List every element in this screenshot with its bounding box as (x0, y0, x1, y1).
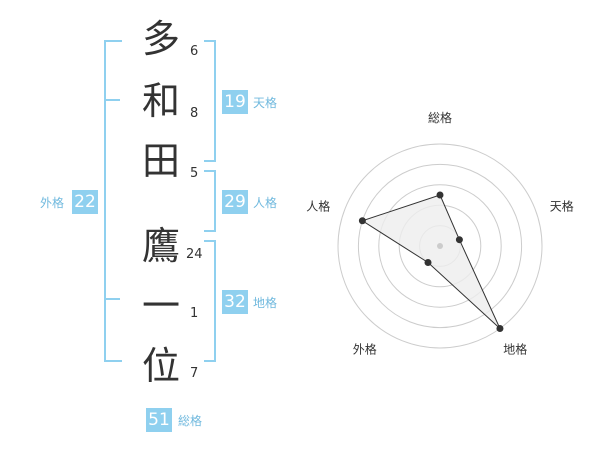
radar-data-point (424, 259, 432, 267)
gaikaku-label: 外格 (40, 196, 65, 210)
radar-grid-ring (378, 184, 502, 308)
soukaku-value-badge: 51 (146, 408, 172, 432)
name-char-4: 鷹 (141, 224, 180, 268)
tenkaku-value-badge: 19 (222, 90, 248, 114)
name-char-2: 和 (141, 79, 180, 123)
radar-data-point (436, 191, 444, 199)
stroke-count-2: 8 (190, 106, 199, 121)
name-char-3: 田 (141, 139, 180, 183)
radar-axis-label: 総格 (428, 110, 452, 125)
soukaku-label: 総格 (178, 414, 203, 428)
jinkaku-value-badge: 29 (222, 190, 248, 214)
stroke-count-5: 1 (190, 306, 199, 321)
radar-data-point (455, 236, 463, 244)
radar-grid-ring (337, 143, 543, 349)
radar-grid-ring (357, 163, 523, 329)
gaikaku-bracket (104, 40, 122, 362)
stroke-count-6: 7 (190, 366, 199, 381)
jinkaku-label: 人格 (253, 196, 278, 210)
radar-data-point (358, 217, 366, 225)
chikaku-label: 地格 (253, 296, 278, 310)
stroke-count-1: 6 (190, 44, 199, 59)
name-char-6: 位 (141, 344, 180, 388)
stroke-count-3: 5 (190, 166, 199, 181)
tenkaku-label: 天格 (253, 96, 278, 110)
stroke-count-4: 24 (186, 247, 203, 262)
name-char-5: 一 (141, 284, 180, 328)
name-char-1: 多 (141, 17, 180, 61)
jinkaku-bracket (204, 170, 216, 232)
radar-axis-label: 地格 (503, 342, 527, 357)
chikaku-value-badge: 32 (222, 290, 248, 314)
radar-axis-label: 人格 (306, 198, 330, 213)
gaikaku-bracket-tick-top (104, 99, 120, 101)
radar-axis-label: 外格 (353, 342, 377, 357)
radar-center-dot (437, 243, 443, 249)
gaikaku-bracket-tick-bottom (104, 298, 120, 300)
radar-data-point (496, 325, 504, 333)
tenkaku-bracket (204, 40, 216, 162)
chikaku-bracket (204, 240, 216, 362)
gaikaku-value-badge: 22 (72, 190, 98, 214)
radar-axis-label: 天格 (550, 198, 574, 213)
